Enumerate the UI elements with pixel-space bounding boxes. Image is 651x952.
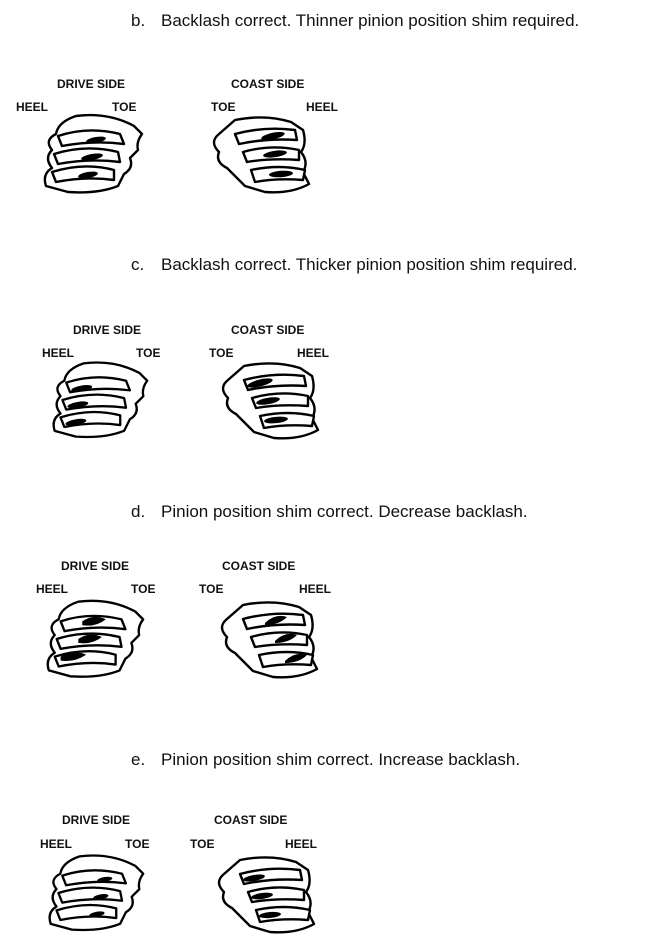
caption-text: Pinion position shim correct. Decrease b… [161, 502, 528, 521]
drive-side-title: DRIVE SIDE [61, 559, 130, 573]
coast-toe-label: TOE [209, 346, 234, 360]
caption-letter: b. [131, 11, 146, 30]
coast-side-gear-diagram [217, 856, 316, 934]
coast-heel-label: HEEL [285, 837, 318, 851]
coast-toe-label: TOE [199, 582, 224, 596]
caption: e. Pinion position shim correct. Increase… [131, 750, 520, 770]
drive-side-gear-diagram [43, 113, 144, 194]
drive-side-title: DRIVE SIDE [57, 77, 126, 91]
drive-toe-label: TOE [136, 346, 161, 360]
coast-side-title: COAST SIDE [231, 77, 305, 91]
drive-toe-label: TOE [131, 582, 156, 596]
coast-heel-label: HEEL [297, 346, 330, 360]
caption-letter: d. [131, 502, 146, 521]
drive-side-title: DRIVE SIDE [73, 323, 142, 337]
caption: c. Backlash correct. Thicker pinion posit… [131, 255, 577, 275]
coast-side-title: COAST SIDE [231, 323, 305, 337]
drive-heel-label: HEEL [16, 100, 49, 114]
drive-side-title: DRIVE SIDE [62, 813, 131, 827]
drive-heel-label: HEEL [42, 346, 75, 360]
drive-side-gear-diagram [46, 599, 145, 678]
caption-letter: c. [131, 255, 145, 274]
caption-text: Backlash correct. Thicker pinion positio… [161, 255, 578, 274]
caption: b. Backlash correct. Thinner pinion posit… [131, 11, 579, 31]
drive-heel-label: HEEL [40, 837, 73, 851]
coast-heel-label: HEEL [306, 100, 339, 114]
drive-toe-label: TOE [125, 837, 150, 851]
coast-side-title: COAST SIDE [222, 559, 296, 573]
drive-heel-label: HEEL [36, 582, 69, 596]
coast-toe-label: TOE [190, 837, 215, 851]
drive-toe-label: TOE [112, 100, 137, 114]
coast-side-gear-diagram [220, 601, 319, 679]
coast-side-gear-diagram [221, 362, 320, 440]
drive-side-gear-diagram [52, 361, 149, 439]
coast-side-title: COAST SIDE [214, 813, 288, 827]
coast-toe-label: TOE [211, 100, 236, 114]
drive-side-gear-diagram [48, 854, 145, 932]
caption-letter: e. [131, 750, 146, 769]
coast-side-gear-diagram [212, 116, 311, 194]
caption-text: Backlash correct. Thinner pinion positio… [161, 11, 580, 30]
caption: d. Pinion position shim correct. Decrease… [131, 502, 528, 522]
coast-heel-label: HEEL [299, 582, 332, 596]
caption-text: Pinion position shim correct. Increase b… [161, 750, 521, 769]
